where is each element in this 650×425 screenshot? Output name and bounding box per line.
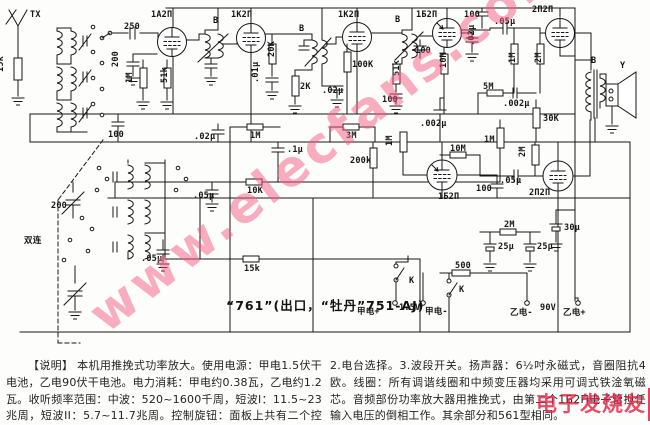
band-switch-contacts (90, 24, 159, 118)
oscillator-coil-bank (94, 159, 189, 272)
tuning-capacitor-section (57, 139, 104, 344)
resistors (139, 27, 545, 277)
schematic-artwork (5, 7, 637, 344)
tube-converter-1a2p (157, 27, 187, 57)
battery-terminals (392, 297, 581, 306)
power-switches (393, 255, 528, 333)
capacitors (111, 7, 576, 272)
site-logo: 电子发烧友 Elecfans.com (536, 388, 650, 421)
tube-if-amp-2 (342, 22, 372, 52)
tube-output-2 (542, 160, 574, 192)
site-logo-chinese: 电子发烧友 (536, 392, 646, 416)
description-left: 【说明】 本机用推挽式功率放大。使用电源：甲电1.5伏干电池，乙电90伏干电池。… (6, 358, 322, 425)
description-left-text: 【说明】 本机用推挽式功率放大。使用电源：甲电1.5伏干电池，乙电90伏干电池。… (6, 359, 322, 423)
if-transformer-2 (294, 7, 332, 87)
antenna-icon (5, 9, 28, 106)
speaker-icon (605, 71, 637, 134)
output-transformer (574, 59, 607, 119)
tube-if-amp-1 (236, 23, 266, 53)
tube-detector-1b2p (432, 18, 462, 48)
description-right: 2.电台选择。3.波段开关。扬声器：6½吋永磁式，音圈阻抗4欧。线圈：所有调谐线… (330, 358, 646, 425)
rf-coil-bank (56, 27, 92, 133)
site-logo-english: Elecfans.com (648, 388, 650, 421)
description-right-text: 2.电台选择。3.波段开关。扬声器：6½吋永磁式，音圈阻抗4欧。线圈：所有调谐线… (330, 359, 646, 423)
if-transformer-1 (197, 7, 229, 86)
if-transformer-3 (394, 7, 427, 65)
tube-output-1 (545, 18, 575, 48)
tube-phase-inverter-1b2p (426, 159, 458, 191)
schematic-title: “761”(出口，“牡丹”751-AJ) (226, 298, 425, 313)
